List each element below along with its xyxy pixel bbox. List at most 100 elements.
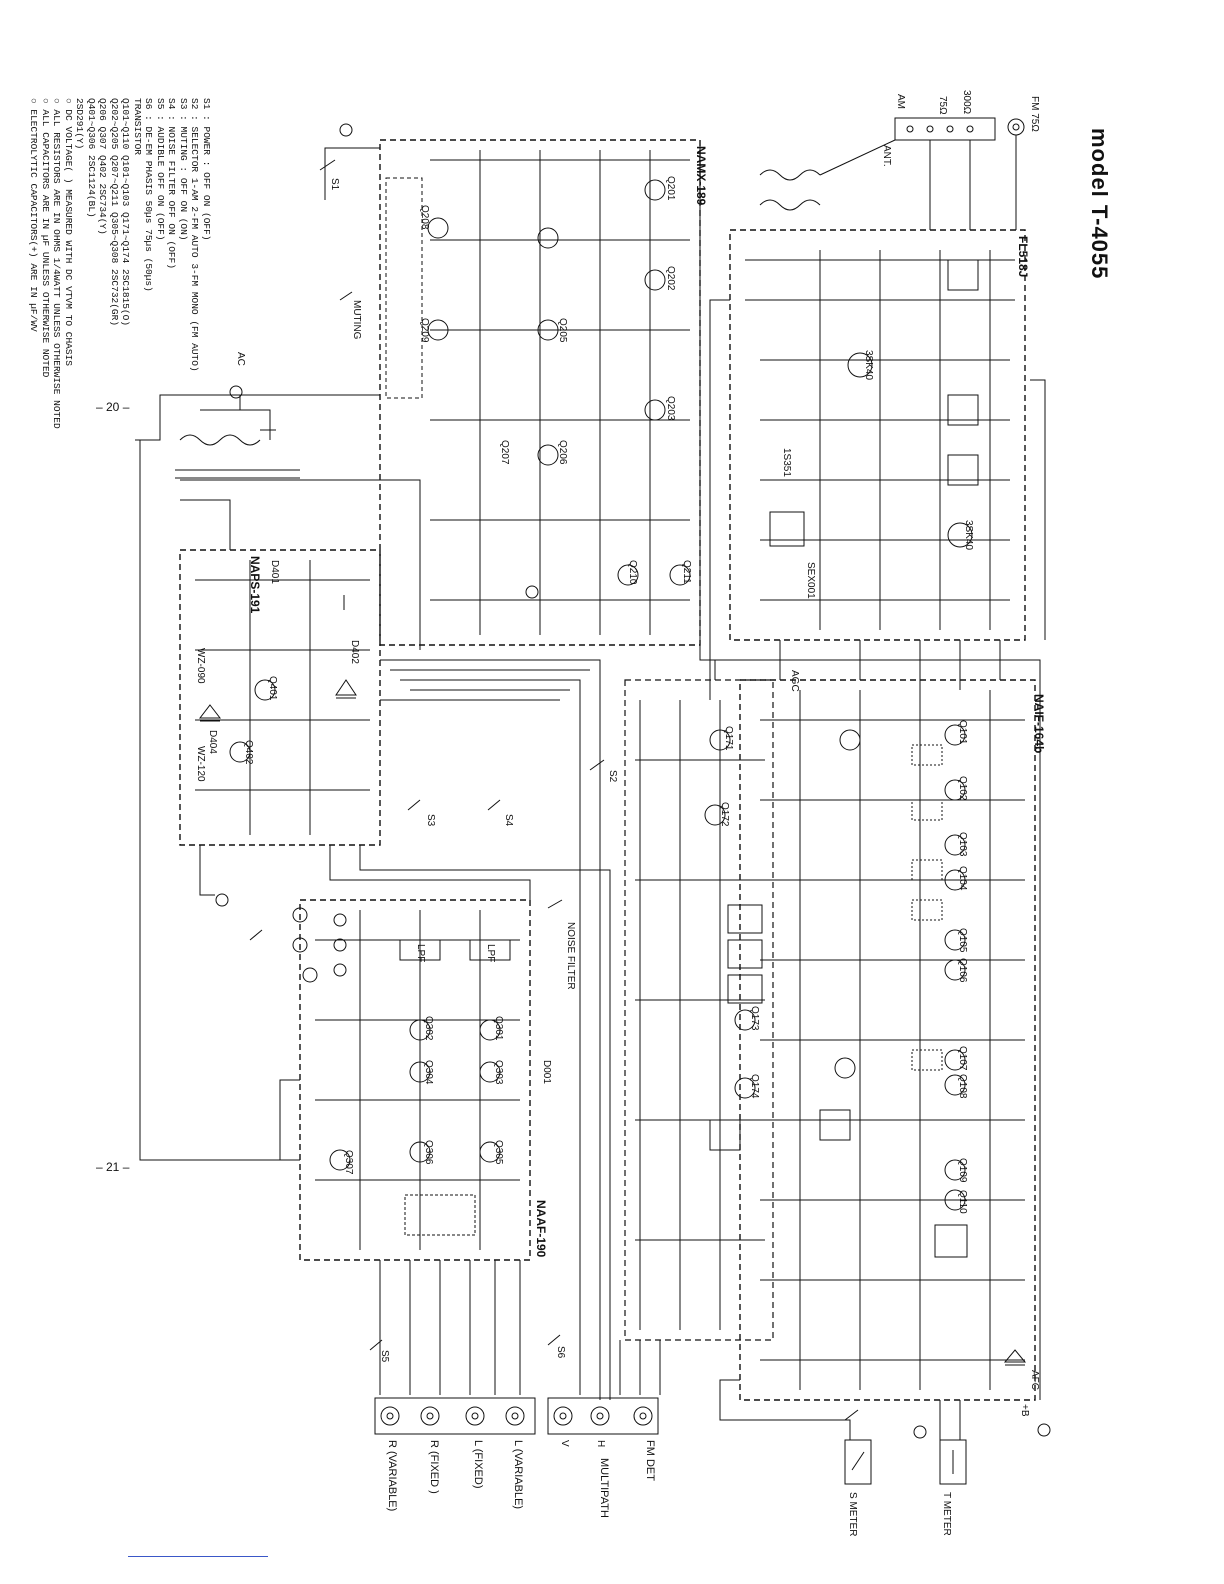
ref-d001: D001 [541,1060,552,1084]
ref-q401: Q401 [267,676,278,701]
note-line: ○ ELECTROLYTIC CAPACITORS(+) ARE IN µF/W… [28,98,40,332]
ref-q106: Q106 [957,958,968,983]
note-line: TRANSISTOR [132,98,143,156]
note-line: S6 : DE-EM PHASIS 50µs 75µs (50µs) [143,98,155,292]
ref-3sk40-a: 3SK40 [863,350,874,381]
label-s-meter: S METER [847,1492,858,1537]
label-ant: ANT. [881,145,892,167]
ref-q303: Q303 [493,1060,504,1085]
label-t-meter: T METER [941,1492,952,1536]
ref-q110: Q110 [957,1190,968,1214]
ref-q203: Q203 [665,396,676,421]
note-line: ○ DC VOLTAGE( ) MEASURED WITH DC VTVM TO… [63,98,74,366]
ref-d402: D402 [349,640,360,664]
ref-q209: Q209 [419,318,430,343]
label-muting: MUTING [351,300,362,340]
ref-q108: Q108 [957,1074,968,1099]
ref-s6: S6 [555,1346,566,1359]
note-line: Q206 Q307 Q402 2SC734(Y) [97,98,109,235]
label-75-ohm: 75Ω [937,96,948,115]
ref-q302: Q302 [423,1016,434,1041]
ref-q104: Q104 [957,866,968,891]
module-box-sub-a [385,177,423,399]
ref-d404: D404 [207,730,218,754]
ref-s4: S4 [503,814,514,827]
ref-q210: Q210 [627,560,638,585]
note-line: Q202~Q205 Q207~Q211 Q305~Q308 2SC732(GR) [109,98,120,327]
ref-q173: Q173 [749,1006,760,1031]
ref-q206: Q206 [557,440,568,465]
ref-s1: S1 [329,178,340,191]
module-box-fl518j [729,229,1026,641]
module-label-naps191: NAPS-191 [248,556,262,614]
label-am: AM [895,94,906,109]
ref-q171: Q171 [723,726,734,751]
module-box-naps191 [179,549,381,846]
model-title: model T-4055 [1087,128,1112,280]
jack-label-multipath: MULTIPATH [598,1458,610,1518]
ref-3sk40-b: 3SK40 [963,520,974,551]
jack-label-l-fixed: L (FIXED) [472,1440,484,1489]
ref-q306: Q306 [423,1140,434,1165]
ref-s3: S3 [425,814,436,827]
jack-label-r-fixed: R (FIXED ) [428,1440,440,1494]
label-noise-filter: NOISE FILTER [565,922,576,990]
page-number-left: – 20 – [96,400,130,414]
note-line: ○ ALL CAPACITORS ARE IN µF UNLESS OTHERW… [40,98,51,378]
jack-label-l-variable: L (VARIABLE) [512,1440,524,1510]
note-line: Q401~Q306 2SC1124(BL) [86,98,97,218]
ref-wz120: WZ-120 [195,746,206,782]
label-fm-75: FM 75Ω [1029,96,1040,132]
ref-q105: Q105 [957,928,968,953]
note-line: ○ ALL RESISTORS ARE IN OHMS 1/4WATT UNLE… [51,98,63,429]
module-label-fl518j: FL518J [1016,236,1030,278]
ref-q101: Q101 [957,720,968,745]
ref-plus-b: +B [1019,1404,1030,1417]
ref-q307: Q307 [343,1150,354,1175]
ref-q107: Q107 [957,1046,968,1071]
ref-d401: D401 [269,560,280,584]
ref-q305: Q305 [493,1140,504,1165]
module-box-naif-sub [624,679,774,1341]
ref-s2: S2 [607,770,618,783]
module-label-namx189: NAMX-189 [694,146,708,206]
note-line: S3 : MUTING : OFF ON (ON) [178,98,189,241]
ref-q202: Q202 [665,266,676,291]
ref-1s351: 1S351 [781,448,792,477]
note-line: 2SD291(Y) [74,98,86,150]
ref-q207: Q207 [499,440,510,465]
note-line: S5 : AUDIBLE OFF ON (OFF) [155,98,166,241]
note-line: S4 : NOISE FILTER OFF ON (OFF) [166,98,178,270]
note-line: Q101~Q110 Q101~Q103 Q171~Q174 2SC1815(O) [120,98,132,327]
note-line: S1 : POWER : OFF ON (OFF) [201,98,212,241]
note-line: S2 : SELECTOR 1-AM 2-FM AUTO 3-FM MONO (… [189,98,201,372]
label-ac: AC [235,352,246,366]
ref-q102: Q102 [957,776,968,801]
ref-s5: S5 [379,1350,390,1363]
ref-afc: AFC [1029,1370,1040,1390]
ref-q301: Q301 [493,1016,504,1041]
ref-q205: Q205 [557,318,568,343]
ref-lpf-2: LPF [485,944,496,963]
label-300-ohm: 300Ω [961,90,972,115]
page-number-right: – 21 – [96,1160,130,1174]
ref-q208: Q208 [419,205,430,230]
ref-q172: Q172 [719,802,730,827]
ref-q304: Q304 [423,1060,434,1085]
jack-label-v: V [559,1440,570,1447]
jack-label-h: H [595,1440,606,1448]
ref-q402: Q402 [243,740,254,765]
ref-q201: Q201 [665,176,676,201]
ref-wz090: WZ-090 [195,648,206,684]
ref-q174: Q174 [749,1074,760,1099]
ref-lpf-1: LPF [415,944,426,963]
jack-label-fm-det: FM DET [644,1440,656,1481]
module-box-naif164b [739,679,1036,1401]
ref-sex001: SEX001 [805,562,816,599]
ref-agc: AGC [789,670,800,692]
module-label-naif164b: NAIF-164b [1032,694,1046,754]
footer-rule [128,1556,268,1557]
schematic-notes: S1 : POWER : OFF ON (OFF) S2 : SELECTOR … [28,98,213,429]
module-label-naaf190: NAAF-190 [534,1200,548,1258]
